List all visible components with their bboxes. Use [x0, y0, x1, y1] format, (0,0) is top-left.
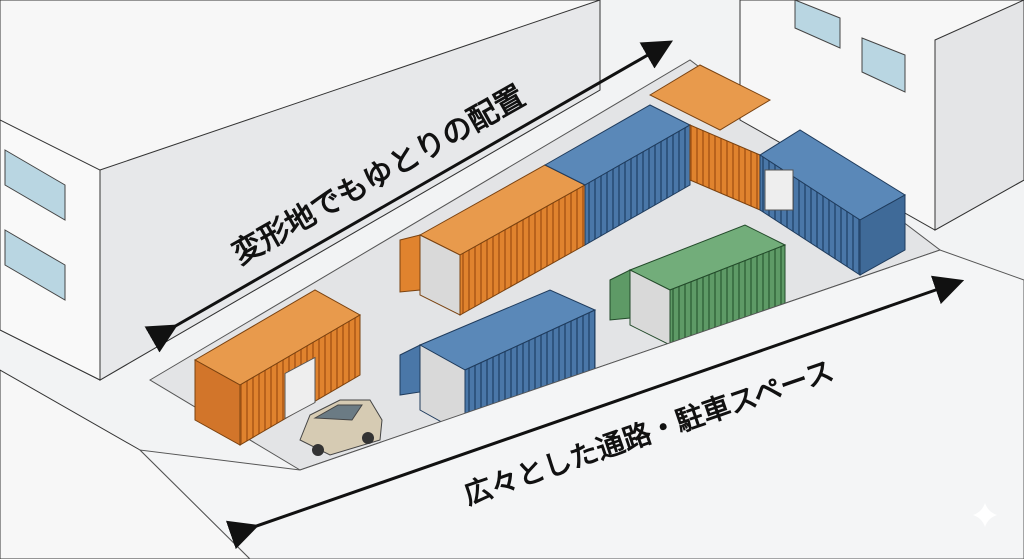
container-c5 [759, 129, 906, 276]
sparkle-icon [973, 503, 997, 527]
building-bottom-left [0, 369, 251, 559]
building-right [739, 0, 1024, 231]
window [4, 149, 66, 301]
arrow-bottom [225, 275, 965, 550]
